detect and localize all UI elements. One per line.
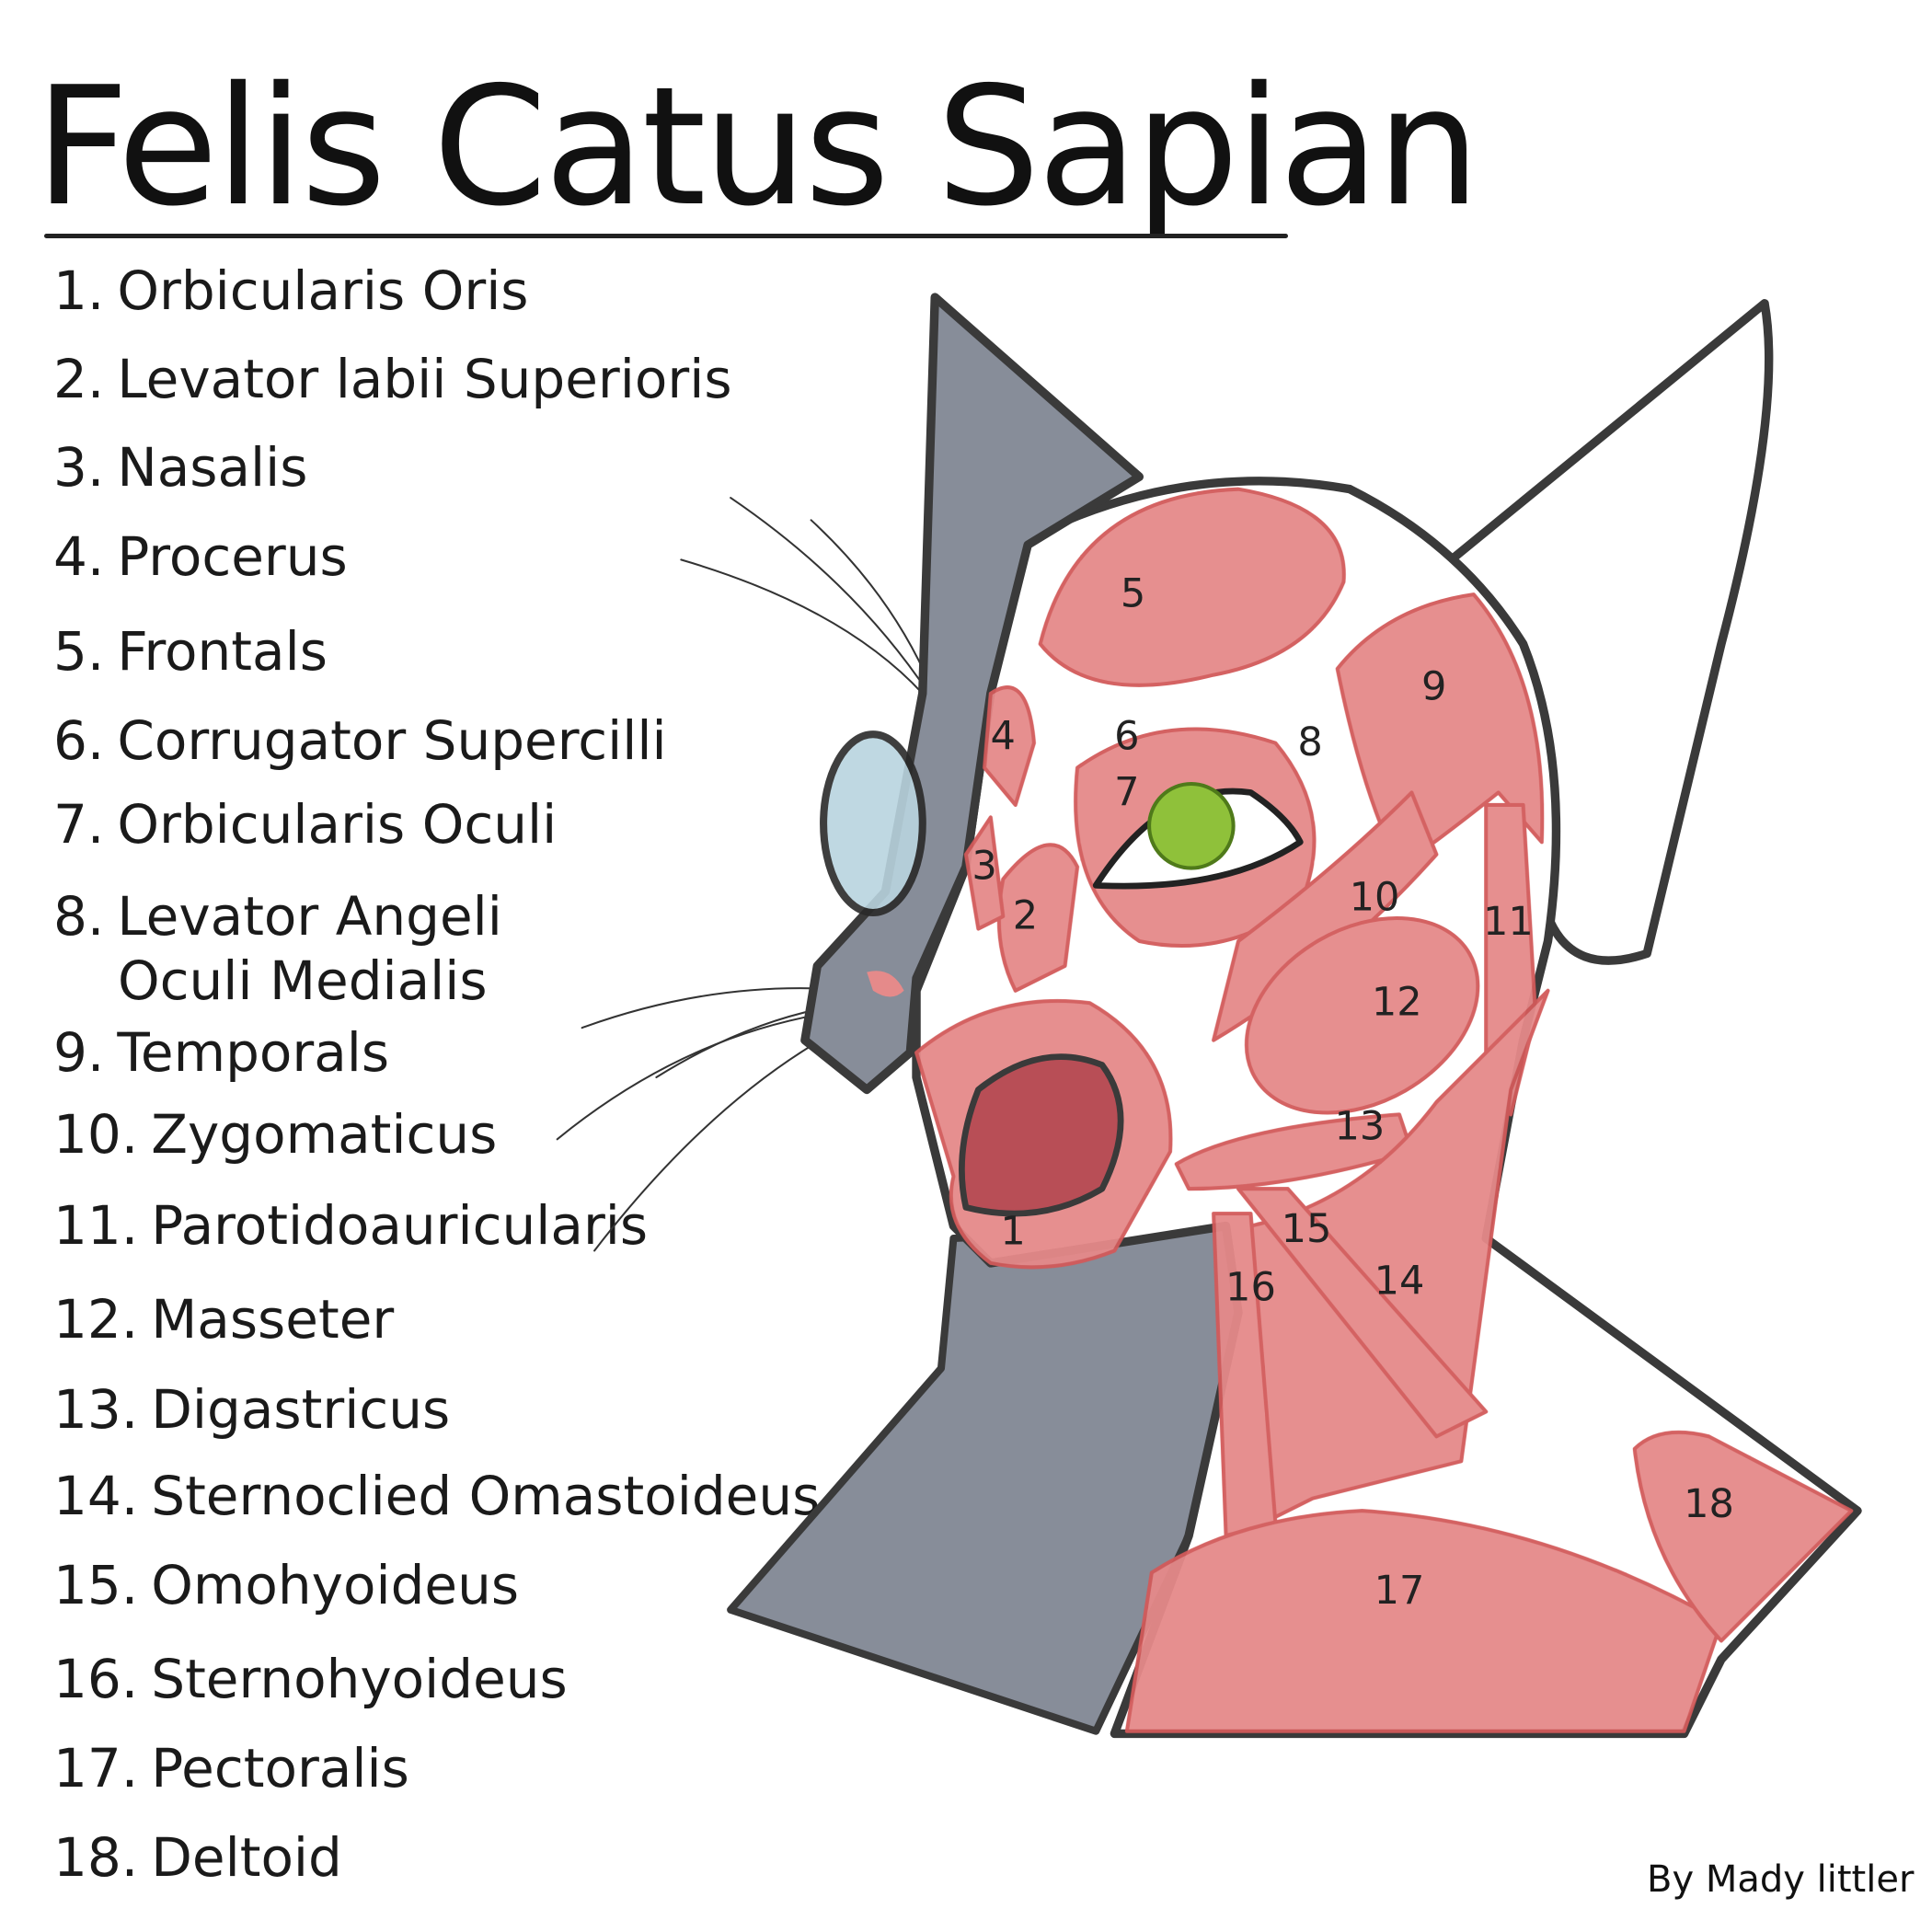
legend-label: Parotidoauricularis xyxy=(151,1194,649,1257)
legend-number: 11. xyxy=(53,1194,139,1257)
legend-number: 14. xyxy=(53,1465,139,1527)
diagram-label-7: 7 xyxy=(1114,769,1139,815)
glasses xyxy=(820,730,926,917)
legend-item: 15.Omohyoideus xyxy=(53,1553,519,1617)
diagram-label-1: 1 xyxy=(1000,1209,1025,1255)
legend-item: 9.Temporals xyxy=(53,1020,389,1085)
diagram-label-2: 2 xyxy=(1013,893,1038,939)
legend-item: 11.Parotidoauricularis xyxy=(53,1193,648,1258)
legend-number: 7. xyxy=(53,793,105,856)
diagram-label-18: 18 xyxy=(1684,1481,1734,1527)
muscle-3-nasalis xyxy=(963,815,1006,931)
legend-item: 4.Procerus xyxy=(53,524,348,589)
muscle-15-omohyoideus xyxy=(1236,1187,1489,1439)
diagram-label-6: 6 xyxy=(1114,713,1139,759)
legend-number: 13. xyxy=(53,1378,139,1441)
legend-item: 6.Corrugator Supercilli xyxy=(53,708,667,773)
legend-label: Orbicularis Oris xyxy=(117,259,529,322)
legend-number: 16. xyxy=(53,1648,139,1710)
diagram-label-16: 16 xyxy=(1225,1264,1276,1310)
legend-item: 12.Masseter xyxy=(53,1287,394,1351)
muscle-12-masseter xyxy=(1244,915,1480,1115)
muscle-9-temporals xyxy=(1335,592,1545,869)
title-underline xyxy=(44,234,1288,238)
diagram-label-3: 3 xyxy=(972,844,996,890)
muscle-18-deltoid xyxy=(1632,1430,1854,1643)
legend-label: Deltoid xyxy=(151,1826,342,1889)
muscles xyxy=(914,487,1854,1733)
legend-label: Pectoralis xyxy=(151,1737,409,1800)
legend-label: Frontals xyxy=(117,620,328,683)
legend-number: 2. xyxy=(53,348,105,410)
legend-item: 13.Digastricus xyxy=(53,1377,450,1442)
legend-label: Levator labii Superioris xyxy=(117,348,732,410)
legend-label: Masseter xyxy=(151,1288,395,1351)
legend-number: 18. xyxy=(53,1826,139,1889)
muscle-5-frontals xyxy=(1038,487,1346,687)
legend-label: Zygomaticus xyxy=(151,1103,498,1166)
legend-label: Digastricus xyxy=(151,1378,451,1441)
legend-label: Levator Angeli xyxy=(117,885,502,948)
diagram-label-9: 9 xyxy=(1421,663,1446,709)
iris xyxy=(1147,781,1236,870)
diagram-label-13: 13 xyxy=(1335,1103,1386,1149)
mouth xyxy=(959,1053,1124,1217)
legend-number: 17. xyxy=(53,1737,139,1800)
legend-item: 16.Sternohyoideus xyxy=(53,1647,568,1711)
legend-label: Omohyoideus xyxy=(151,1554,520,1616)
diagram-label-5: 5 xyxy=(1121,571,1145,617)
legend-number: 3. xyxy=(53,436,105,499)
legend-item: 5.Frontals xyxy=(53,619,328,684)
diagram-label-8: 8 xyxy=(1297,719,1322,765)
legend-item: 7.Orbicularis Oculi xyxy=(53,792,557,857)
poster-title: Felis Catus Sapian xyxy=(35,52,1480,242)
diagram-label-12: 12 xyxy=(1372,980,1422,1026)
legend-item: 17.Pectoralis xyxy=(53,1736,409,1800)
legend-number: 4. xyxy=(53,525,105,588)
diagram-label-14: 14 xyxy=(1374,1259,1425,1305)
legend-number: 6. xyxy=(53,709,105,772)
muscle-17-pectoralis xyxy=(1124,1509,1723,1733)
legend-number: 8. xyxy=(53,885,105,948)
legend-item: 1.Orbicularis Oris xyxy=(53,259,529,323)
legend-label: Sternoclied Omastoideus xyxy=(151,1465,821,1527)
legend-label: Nasalis xyxy=(117,436,308,499)
legend-label-line2: Oculi Medialis xyxy=(118,949,488,1012)
diagram-label-10: 10 xyxy=(1350,874,1400,920)
artist-credit: By Mady littler xyxy=(1647,1858,1915,1901)
legend-item: 14.Sternoclied Omastoideus xyxy=(53,1464,820,1528)
legend-item: 18.Deltoid xyxy=(53,1825,342,1890)
legend-number: 5. xyxy=(53,620,105,683)
legend-label: Sternohyoideus xyxy=(151,1648,568,1710)
legend-number: 9. xyxy=(53,1021,105,1084)
legend-number: 10. xyxy=(53,1103,139,1166)
diagram-label-4: 4 xyxy=(991,713,1016,759)
diagram-label-15: 15 xyxy=(1282,1206,1332,1252)
legend-item: 10.Zygomaticus xyxy=(53,1102,497,1167)
legend-number: 15. xyxy=(53,1554,139,1616)
legend-number: 12. xyxy=(53,1288,139,1351)
legend-label: Orbicularis Oculi xyxy=(117,793,558,856)
legend-item: 3.Nasalis xyxy=(53,435,307,500)
legend-label: Temporals xyxy=(117,1021,390,1084)
legend-number: 1. xyxy=(53,259,105,322)
nose xyxy=(867,971,904,997)
legend-item: 2.Levator labii Superioris xyxy=(53,347,732,411)
legend-label: Corrugator Supercilli xyxy=(117,709,667,772)
muscle-4-procerus xyxy=(983,685,1036,807)
diagram-label-17: 17 xyxy=(1374,1568,1425,1614)
diagram-label-11: 11 xyxy=(1483,899,1534,945)
legend-label: Procerus xyxy=(117,525,348,588)
